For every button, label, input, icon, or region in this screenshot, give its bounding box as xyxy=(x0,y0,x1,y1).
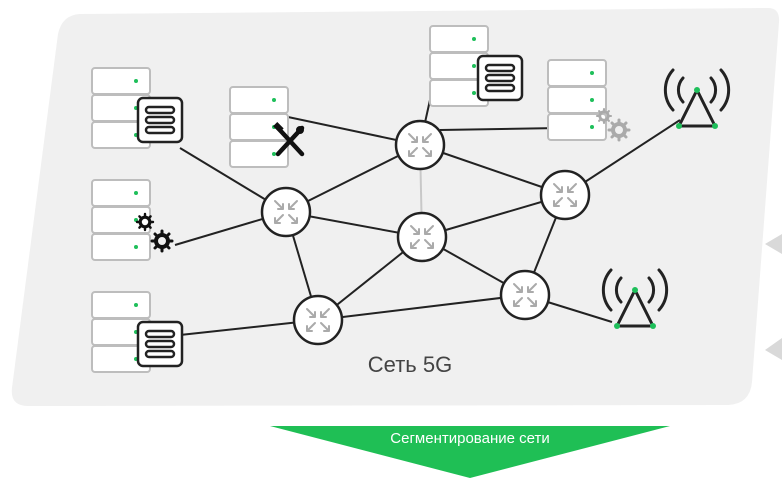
tools-icon xyxy=(273,122,305,157)
database-icon xyxy=(476,54,524,102)
router-icon xyxy=(499,269,551,321)
server-icon xyxy=(547,59,607,141)
arrow-hint-lower xyxy=(765,338,782,360)
router-icon xyxy=(539,169,591,221)
network-label: Сеть 5G xyxy=(367,352,453,377)
arrow-hint-upper xyxy=(765,234,782,254)
router-icon xyxy=(292,294,344,346)
segmentation-label: Сегментирование сети xyxy=(390,430,550,447)
router-icon xyxy=(260,186,312,238)
database-icon xyxy=(136,96,184,144)
database-icon xyxy=(136,320,184,368)
segmentation-banner xyxy=(270,426,670,478)
router-icon xyxy=(394,119,446,171)
router-icon xyxy=(396,211,448,263)
